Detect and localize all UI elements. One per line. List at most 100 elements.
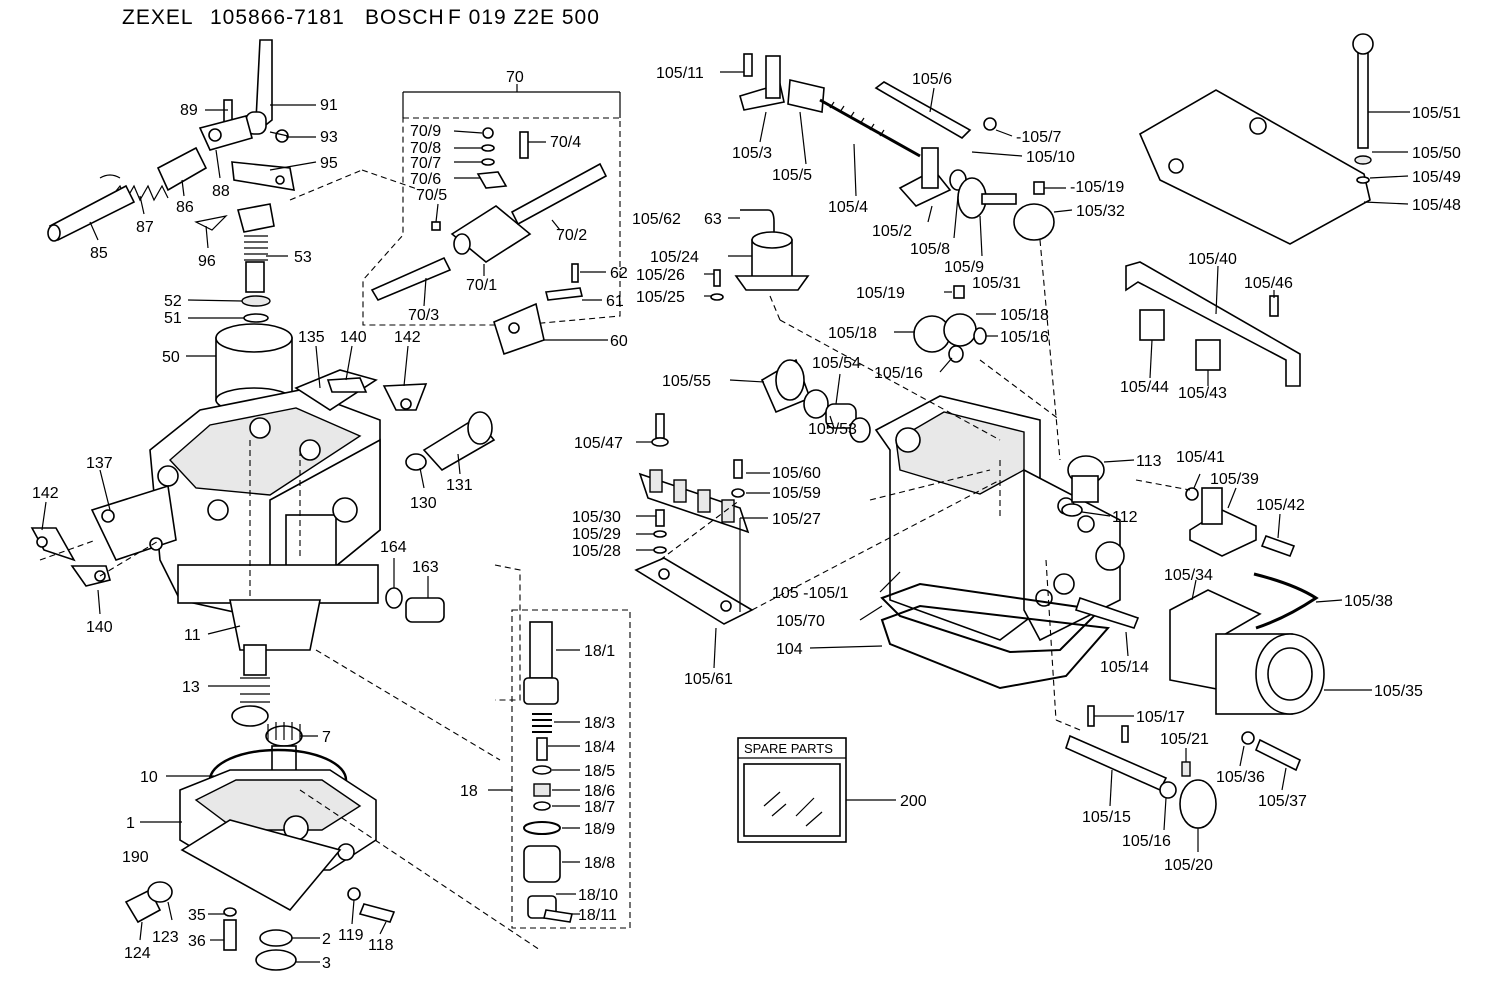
washer-105-47	[651, 437, 669, 447]
screw-93	[269, 129, 289, 143]
callout-105-29: 105/29	[572, 526, 621, 543]
bolt-105-37	[1254, 738, 1302, 772]
callout-105-20: 105/20	[1164, 857, 1213, 874]
callout-105-50: 105/50	[1412, 145, 1461, 162]
callout-70-6: 70/6	[410, 171, 441, 188]
cover-137	[90, 484, 177, 561]
bar-105-6	[874, 81, 972, 140]
spare-parts-title: SPARE PARTS	[744, 741, 833, 756]
screw-105-7	[983, 117, 997, 131]
body-105-24	[734, 231, 810, 291]
callout-105-25: 105/25	[636, 289, 685, 306]
ring-105-16c	[1159, 781, 1177, 799]
callout-105-59: 105/59	[772, 485, 821, 502]
callout-142a: 142	[394, 329, 421, 346]
washer-105-25	[710, 293, 724, 301]
gasket-105-70	[880, 582, 1103, 654]
lever-assembly-91	[245, 39, 273, 135]
callout-63: 63	[704, 211, 722, 228]
plate-105-48	[1138, 89, 1371, 245]
nut-105-19b	[953, 285, 965, 299]
bearing-3	[255, 949, 297, 971]
washer-35	[223, 907, 237, 917]
pin-105-17	[1087, 705, 1095, 727]
bar-105-61	[634, 557, 754, 625]
pin-105-17b	[1121, 725, 1129, 743]
ring-18-5	[532, 765, 552, 775]
bolt-105-51	[1352, 33, 1374, 149]
callout-105-31: 105/31	[972, 275, 1021, 292]
shaft-70-3	[370, 256, 452, 302]
callout-1: 1	[126, 815, 135, 832]
callout-70: 70	[506, 69, 524, 86]
callout-105-37: 105/37	[1258, 793, 1307, 810]
callout-105-2: 105/2	[872, 223, 912, 240]
callout-36: 36	[188, 933, 206, 950]
ring-105-54	[803, 389, 829, 419]
callout-105-3: 105/3	[732, 145, 772, 162]
pin-119	[347, 887, 361, 901]
bracket-105-3	[739, 55, 785, 111]
header-part-number: 105866-7181	[210, 6, 345, 29]
callout-105-17: 105/17	[1136, 709, 1185, 726]
callout-18-3: 18/3	[584, 715, 615, 732]
governor-housing	[149, 389, 381, 651]
oring-18-9	[523, 821, 561, 835]
lever-95	[231, 161, 295, 191]
callout-50: 50	[162, 349, 180, 366]
pin-61	[545, 287, 583, 301]
washer-70-8	[481, 144, 495, 152]
callout-96: 96	[198, 253, 216, 270]
lever-142a	[382, 383, 428, 411]
screw-105-46	[1269, 295, 1279, 317]
washer-105-36	[1241, 731, 1255, 745]
gear-105-18b	[943, 313, 977, 347]
callout-18-8: 18/8	[584, 855, 615, 872]
callout-105-8: 105/8	[910, 241, 950, 258]
ring-52	[241, 295, 271, 307]
screw-105-42	[1260, 534, 1296, 558]
gear-105-9	[957, 177, 1017, 219]
callout-104: 104	[776, 641, 803, 658]
plug-113	[1067, 455, 1105, 503]
callout-10: 10	[140, 769, 158, 786]
spring-18-3	[532, 713, 552, 733]
callout-105-55: 105/55	[662, 373, 711, 390]
screw-105-47	[655, 413, 665, 439]
callout-18-10: 18/10	[578, 887, 618, 904]
callout-140b: 140	[86, 619, 113, 636]
callout-18-9: 18/9	[584, 821, 615, 838]
clip-96	[194, 215, 228, 231]
callout-105-21: 105/21	[1160, 731, 1209, 748]
screw-118	[358, 903, 396, 923]
gear-lower-7	[231, 705, 269, 727]
callout-105-16a: 105/16	[1000, 329, 1049, 346]
callout-112: 112	[1112, 509, 1138, 526]
governor-head-53	[236, 203, 275, 293]
callout-135: 135	[298, 329, 325, 346]
callout-70-2: 70/2	[556, 227, 587, 244]
callout-105-27: 105/27	[772, 511, 821, 528]
callout-105-105-1: 105 -105/1	[772, 585, 849, 602]
plug-131	[422, 411, 496, 472]
callout-164: 164	[380, 539, 407, 556]
callout-113: 113	[1136, 453, 1162, 470]
callout-190: 190	[122, 849, 149, 866]
callout-105-62: 105/62	[632, 211, 681, 228]
shaft-70-2	[510, 162, 608, 226]
screw-105-11	[743, 53, 753, 77]
callout-89: 89	[180, 102, 198, 119]
spare-parts-box: SPARE PARTS	[737, 737, 847, 843]
callout-118: 118	[368, 937, 394, 954]
knob-105-32	[1013, 203, 1055, 241]
callout-105-18b: 105/18	[828, 325, 877, 342]
header-brand: BOSCH	[365, 6, 445, 29]
callout-18-11: 18/11	[578, 907, 617, 924]
gasket-104	[880, 604, 1111, 690]
callout-105-34: 105/34	[1164, 567, 1213, 584]
callout-105-11: 105/11	[656, 65, 704, 82]
washer-105-28	[653, 546, 667, 554]
callout-105-18a: 105/18	[1000, 307, 1049, 324]
washer-123	[147, 881, 173, 903]
